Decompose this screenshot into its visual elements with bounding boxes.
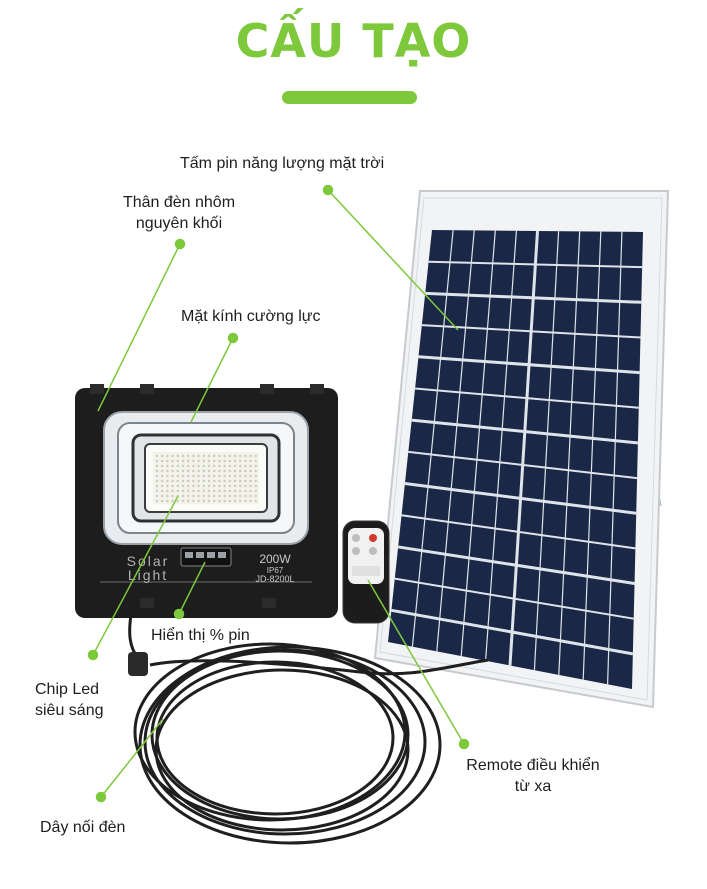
label-battery-display: Hiển thị % pin [151, 627, 250, 644]
wattage-print: 200W [259, 552, 291, 566]
callout-dot-tempered-glass [227, 332, 239, 344]
model-print: JD-8200L [255, 574, 294, 584]
solar-panel [373, 190, 670, 709]
cable-connector [128, 652, 148, 676]
callout-line-tempered-glass [190, 337, 234, 423]
title-underline [282, 91, 417, 104]
label-cable: Dây nối đèn [40, 819, 126, 836]
callout-dot-remote [458, 738, 470, 750]
label-remote-line1: Remote điều khiển [466, 757, 600, 774]
callout-line-cable [100, 718, 164, 798]
callout-line-remote [367, 579, 465, 745]
label-lamp-body-line1: Thân đèn nhôm [122, 194, 236, 211]
label-chip-led-line2: siêu sáng [35, 702, 104, 719]
connection-cable [128, 614, 489, 845]
callout-line-battery-display [178, 561, 206, 615]
label-solar-panel: Tấm pin năng lượng mặt trời [180, 155, 385, 172]
page-title: CẤU TẠO [235, 14, 472, 68]
rating-print: IP67 [267, 566, 284, 575]
callout-line-solar-panel [327, 189, 459, 331]
remote-control [342, 520, 390, 624]
label-chip-led-line1: Chip Led [35, 681, 100, 698]
callout-line-lamp-body [97, 243, 181, 412]
label-remote-line2: từ xa [514, 778, 552, 795]
callout-dot-battery-display [173, 608, 185, 620]
flood-light: Solar Light 200W IP67 JD-8200L [75, 384, 338, 618]
callout-line-chip-led [92, 495, 179, 656]
label-tempered-glass: Mặt kính cường lực [181, 308, 321, 325]
label-lamp-body-line2: nguyên khối [135, 215, 223, 232]
callout-dot-chip-led [87, 649, 99, 661]
brand-print-line2: Light [128, 567, 168, 583]
brand-print-line1: Solar [127, 553, 170, 569]
callout-dot-lamp-body [174, 238, 186, 250]
callout-dot-solar-panel [322, 184, 334, 196]
callout-dot-cable [95, 791, 107, 803]
